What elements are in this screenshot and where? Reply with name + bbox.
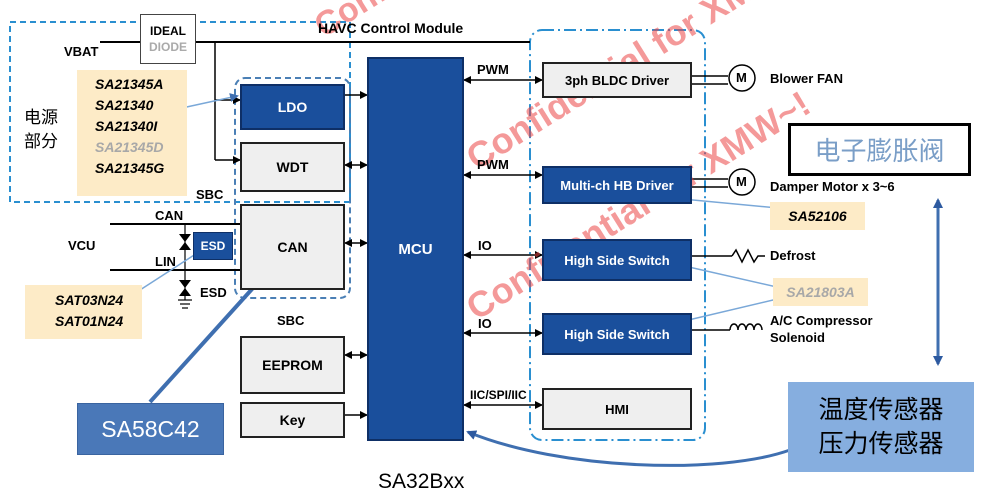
power-part: SA21345G [95, 160, 165, 176]
can-block: CAN [240, 204, 345, 290]
sensor-callout-line1: 温度传感器 [818, 396, 944, 424]
defrost-label: Defrost [770, 248, 816, 263]
high-side-switch-block: High Side Switch [542, 313, 692, 355]
hss-part-note: SA21803A [773, 278, 868, 306]
ideal-diode-block: IDEAL DIODE [140, 14, 196, 64]
io-label: IO [478, 238, 492, 253]
esd-label: ESD [200, 285, 227, 300]
hb-driver-block: Multi-ch HB Driver [542, 166, 692, 204]
ideal-diode-line1: IDEAL [150, 24, 186, 38]
sensor-callout: 温度传感器 压力传感器 [788, 382, 974, 472]
can-signal-label: CAN [155, 208, 184, 223]
power-section-label-line1: 电源 [24, 108, 58, 127]
module-title: HAVC Control Module [318, 20, 464, 36]
sensor-callout-line2: 压力传感器 [818, 430, 944, 458]
expansion-valve-callout: 电子膨胀阀 [788, 123, 971, 176]
ldo-block: LDO [240, 84, 345, 130]
motor-symbol: M [736, 70, 747, 85]
vcu-label: VCU [68, 238, 96, 253]
esd-part: SAT01N24 [55, 313, 124, 329]
high-side-switch-block: High Side Switch [542, 239, 692, 281]
power-part: SA21345D [95, 139, 164, 155]
bldc-driver-block: 3ph BLDC Driver [542, 62, 692, 98]
motor-symbol: M [736, 174, 747, 189]
hmi-block: HMI [542, 388, 692, 430]
blower-fan-label: Blower FAN [770, 71, 843, 86]
power-part: SA21340I [95, 118, 158, 134]
power-section-label-line2: 部分 [24, 132, 58, 151]
power-parts-note: SA21345A SA21340 SA21340I SA21345D SA213… [77, 70, 187, 196]
io-label: IO [478, 316, 492, 331]
pwm-label: PWM [477, 157, 509, 172]
sbc-label-lower: SBC [277, 313, 305, 328]
wdt-block: WDT [240, 142, 345, 192]
key-block: Key [240, 402, 345, 438]
power-part: SA21345A [95, 76, 164, 92]
pwm-label: PWM [477, 62, 509, 77]
solenoid-label: Solenoid [770, 330, 825, 345]
ideal-diode-line2: DIODE [148, 40, 187, 54]
esd-block: ESD [193, 232, 233, 260]
esd-part: SAT03N24 [55, 292, 124, 308]
hb-part-note: SA52106 [770, 202, 865, 230]
mcu-part-label: SA32Bxx [378, 470, 465, 493]
ac-compressor-label: A/C Compressor [770, 313, 873, 328]
iic-spi-label: IIC/SPI/IIC [470, 388, 527, 402]
can-part-callout: SA58C42 [77, 403, 224, 455]
esd-parts-note: SAT03N24 SAT01N24 [25, 285, 142, 339]
eeprom-block: EEPROM [240, 336, 345, 394]
mcu-block: MCU [367, 57, 464, 441]
lin-signal-label: LIN [155, 254, 176, 269]
sbc-label-upper: SBC [196, 187, 224, 202]
power-part: SA21340 [95, 97, 154, 113]
damper-motor-label: Damper Motor x 3~6 [770, 179, 895, 194]
vbat-label: VBAT [64, 44, 99, 59]
